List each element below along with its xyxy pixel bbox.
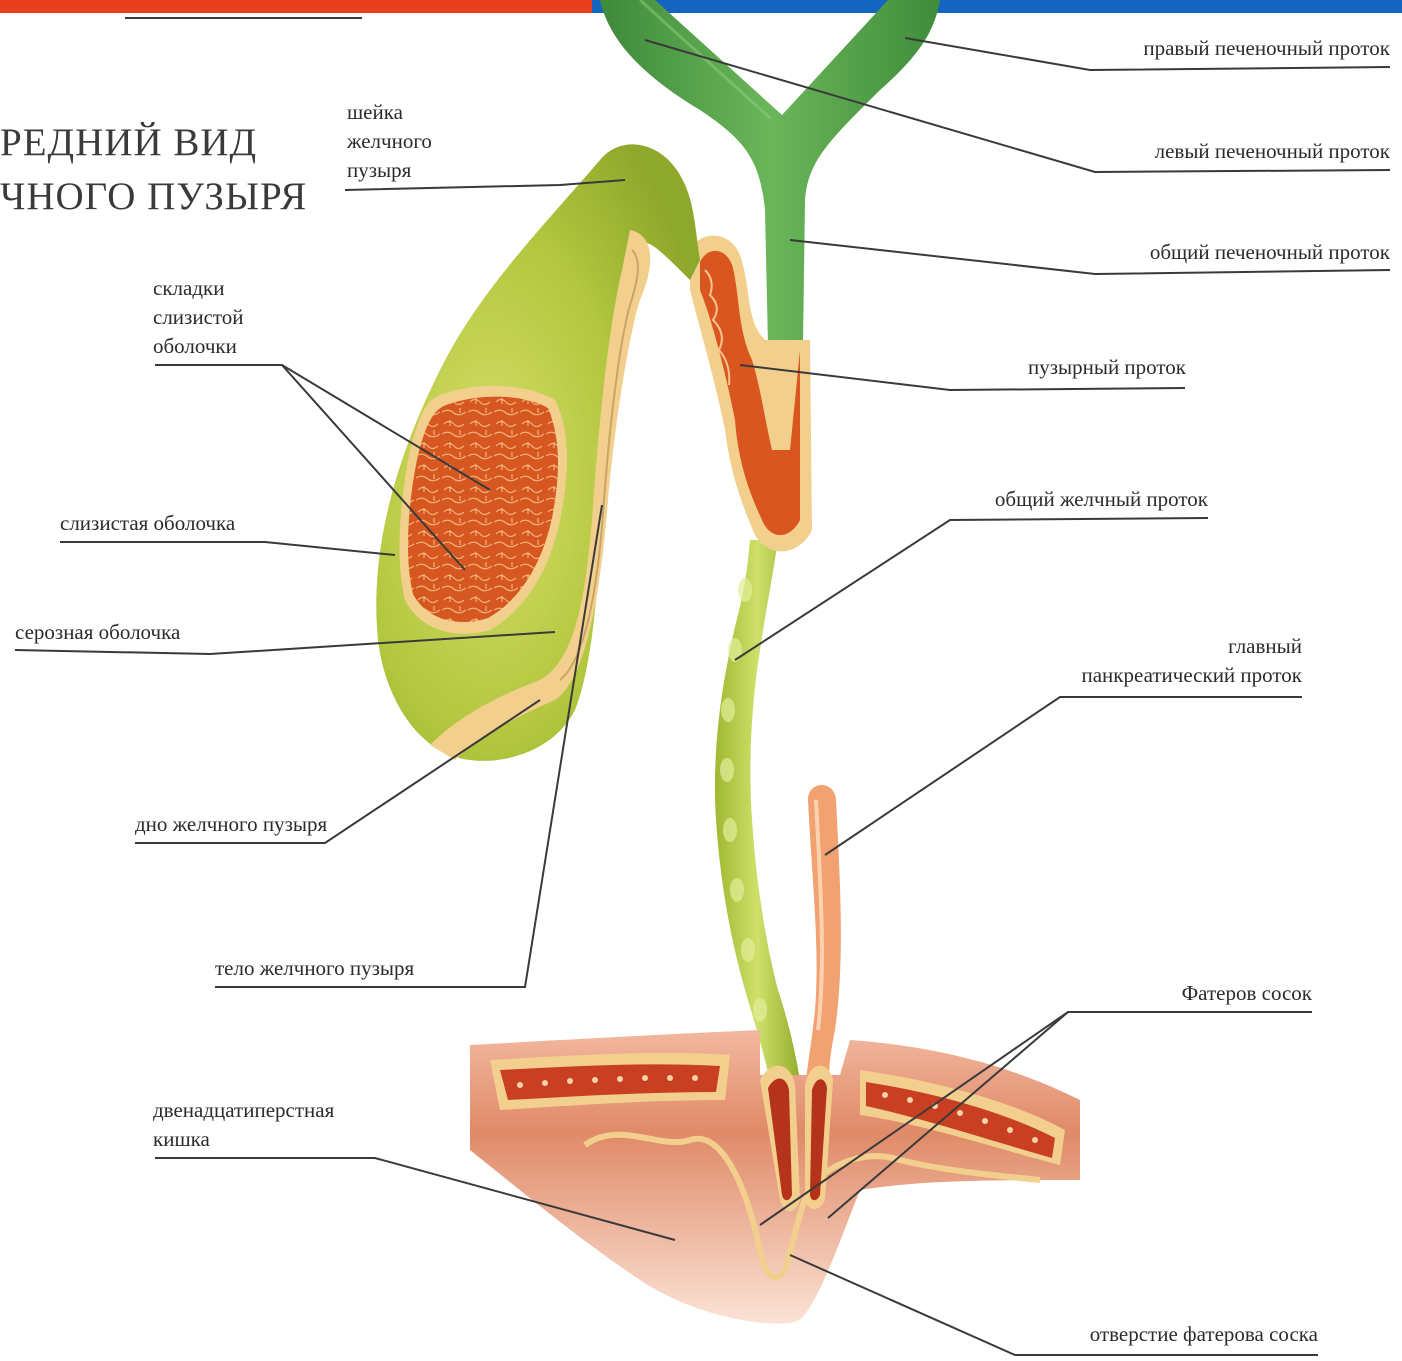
label-serosa: серозная оболочка (15, 618, 180, 647)
page-title-line1: РЕДНИЙ ВИД (0, 118, 257, 168)
label-neck: шейка желчного пузыря (347, 98, 432, 185)
common-bile-duct (715, 540, 800, 1080)
gallbladder (376, 144, 700, 761)
label-vater-papilla: Фатеров сосок (1182, 979, 1312, 1008)
label-duodenum: двенадцатиперстная кишка (153, 1096, 334, 1154)
label-pancreatic-duct: главный панкреатический проток (1082, 632, 1303, 690)
label-common-hepatic-duct: общий печеночный проток (1150, 238, 1390, 267)
pancreatic-duct (805, 785, 841, 1090)
label-right-hepatic-duct: правый печеночный проток (1143, 34, 1390, 63)
duodenum (470, 1030, 1080, 1324)
label-body: тело желчного пузыря (215, 954, 414, 983)
label-papilla-opening: отверстие фатерова соска (1090, 1320, 1318, 1349)
label-common-bile-duct: общий желчный проток (995, 485, 1208, 514)
label-cystic-duct: пузырный проток (1028, 353, 1186, 382)
page-title-line2: ЧНОГО ПУЗЫРЯ (0, 172, 307, 222)
label-mucosa-folds: складки слизистой оболочки (153, 274, 244, 361)
label-left-hepatic-duct: левый печеночный проток (1155, 137, 1390, 166)
label-fundus: дно желчного пузыря (135, 810, 327, 839)
label-mucosa: слизистая оболочка (60, 509, 235, 538)
